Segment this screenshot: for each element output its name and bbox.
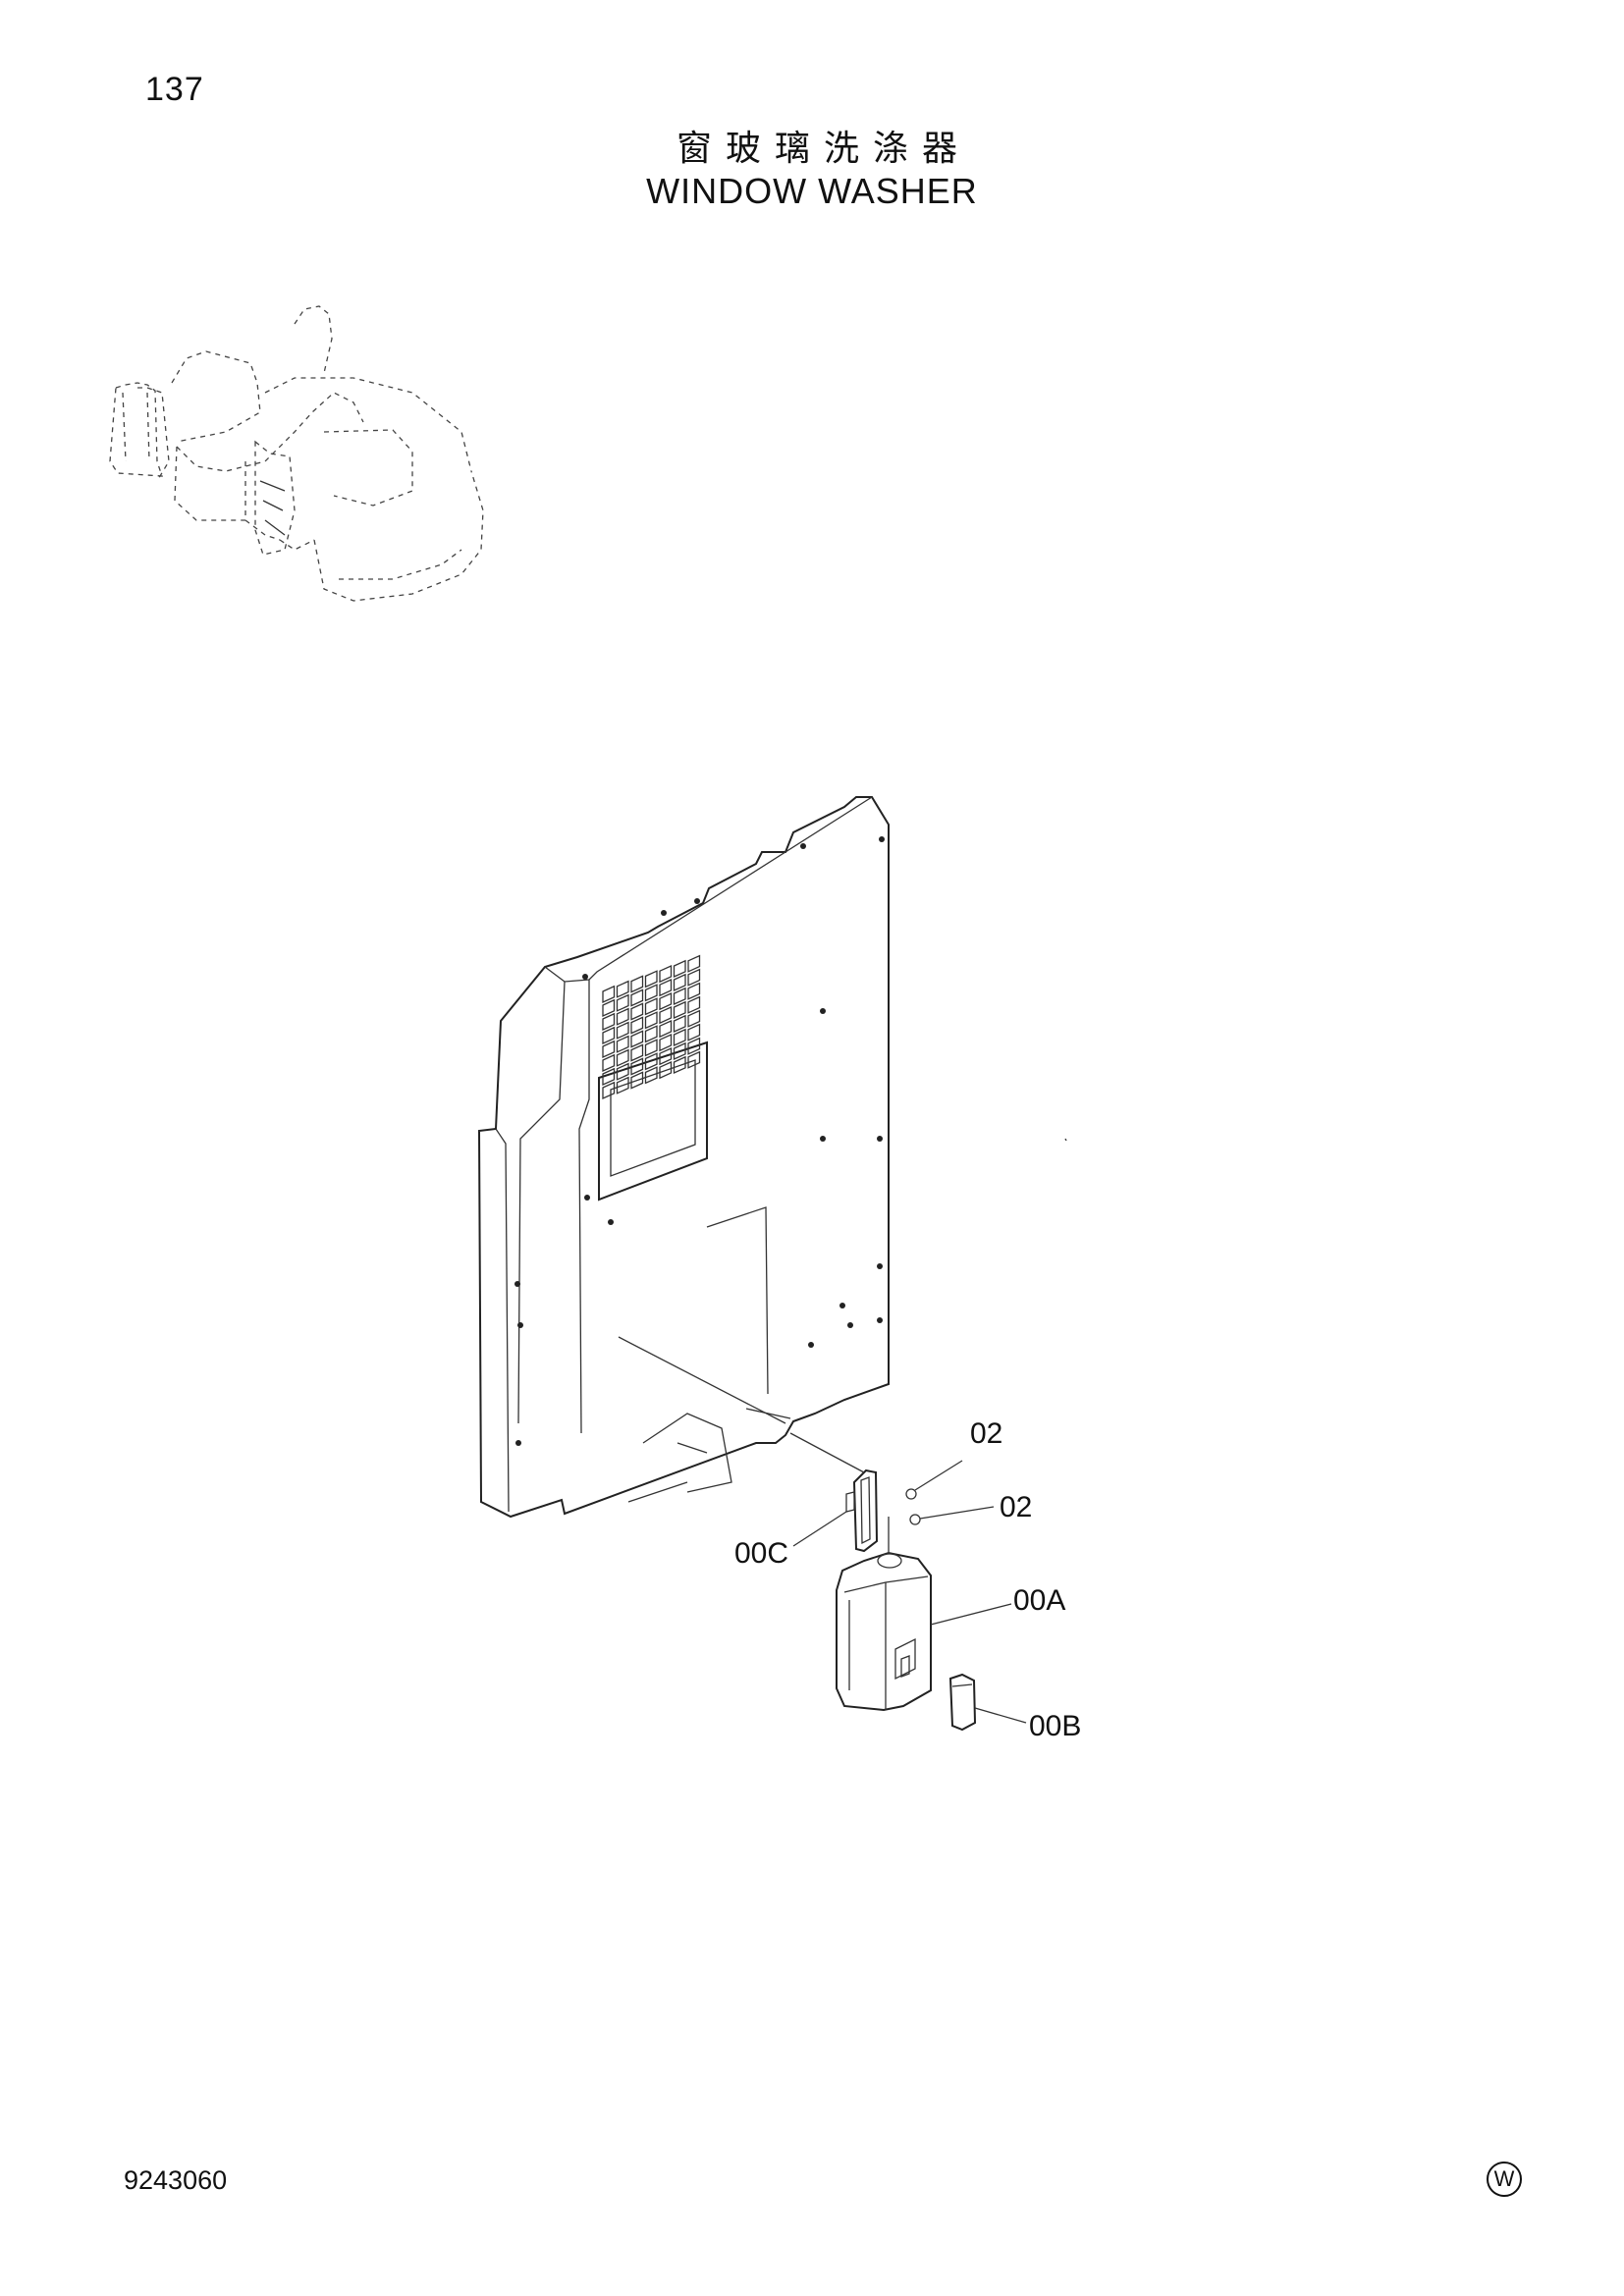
grille-cell [602, 1067, 616, 1087]
grille-cell [673, 987, 686, 1006]
grille-cell [616, 993, 629, 1012]
grille-cell [687, 1050, 701, 1069]
grille-cell [659, 1019, 673, 1039]
grille-cell [659, 964, 673, 984]
grille-cell [616, 1048, 629, 1067]
grille-cell [630, 1057, 644, 1076]
mounting-holes [514, 836, 885, 1446]
grille-cell [602, 985, 616, 1004]
grille-cell [602, 1053, 616, 1073]
grille-cell [659, 978, 673, 997]
corner-mark-w-icon: W [1487, 2162, 1522, 2197]
callout-02-upper: 02 [970, 1417, 1002, 1450]
leader-lines [792, 1138, 1067, 1724]
grille-cell [630, 1071, 644, 1090]
grille-cell [644, 970, 658, 988]
grille-cell [630, 988, 644, 1007]
grille-cell [659, 1005, 673, 1025]
grille-cell [644, 984, 658, 1002]
grille-cell [602, 1081, 616, 1100]
grille-cell [687, 995, 701, 1014]
grille-cell [616, 1007, 629, 1026]
grille-cell [673, 1014, 686, 1034]
grille-cell [616, 1021, 629, 1040]
grille-cell [687, 968, 701, 987]
callout-00A: 00A [1013, 1584, 1065, 1617]
grille-cell [644, 1066, 658, 1085]
cab-rear-panel [477, 796, 977, 1732]
grille-cell [659, 1033, 673, 1052]
excavator-location-thumbnail [109, 305, 484, 602]
drawing-number: 9243060 [124, 2165, 228, 2195]
grille-cell [687, 1023, 701, 1041]
grille-cell [659, 1046, 673, 1066]
grille-cell [673, 1055, 686, 1075]
grille-cell [616, 1062, 629, 1081]
ventilation-grille [602, 954, 701, 1100]
grille-cell [602, 1040, 616, 1059]
grille-cell [673, 1028, 686, 1047]
grille-cell [602, 1012, 616, 1032]
page-number: 137 [145, 71, 204, 108]
grille-cell [673, 1041, 686, 1061]
callouts: 02 02 00C 00A 00B [734, 1417, 1081, 1742]
grille-cell [630, 1016, 644, 1035]
title-english: WINDOW WASHER [646, 171, 978, 211]
callout-00B: 00B [1029, 1710, 1081, 1742]
grille-cell [687, 954, 701, 973]
callout-00C: 00C [734, 1537, 788, 1570]
grille-cell [630, 1043, 644, 1062]
grille-cell [616, 980, 629, 998]
grille-cell [673, 1000, 686, 1020]
grille-cell [673, 973, 686, 992]
grille-cell [602, 1026, 616, 1045]
grille-cell [687, 1037, 701, 1055]
grille-cell [659, 1060, 673, 1080]
grille-cell [644, 1052, 658, 1071]
grille-cell [630, 1030, 644, 1048]
grille-cell [630, 1002, 644, 1021]
grille-cell [687, 982, 701, 1000]
grille-cell [644, 1039, 658, 1057]
title-chinese: 窗玻璃洗涤器 [676, 129, 971, 169]
grille-cell [630, 975, 644, 993]
grille-cell [616, 1035, 629, 1053]
grille-cell [673, 959, 686, 979]
grille-cell [659, 991, 673, 1011]
grille-cell [644, 997, 658, 1016]
grille-cell [644, 1025, 658, 1043]
grille-cell [644, 1011, 658, 1030]
grille-cell [687, 1009, 701, 1028]
grille-cell [602, 998, 616, 1018]
grille-cell [616, 1076, 629, 1095]
callout-02-lower: 02 [1000, 1491, 1032, 1523]
